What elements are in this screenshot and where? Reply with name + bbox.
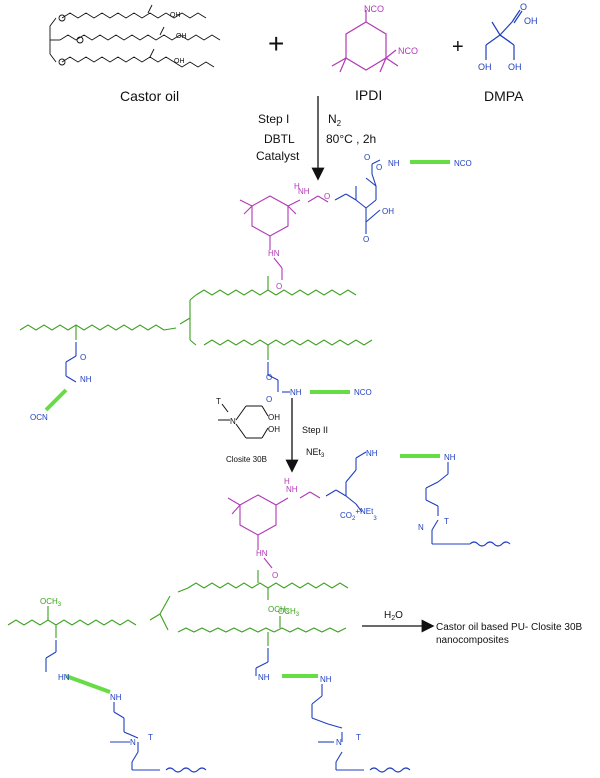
closite-structure (218, 403, 269, 439)
dmpa-structure (485, 9, 523, 60)
prod-h: H (284, 477, 290, 486)
ipdi-nco-right: NCO (398, 46, 418, 56)
castor-oil-label: Castor oil (120, 88, 179, 104)
prod-t-right: T (356, 733, 361, 742)
prod-n-right: N (336, 738, 342, 747)
dmpa-oh-1: OH (478, 62, 492, 72)
int-nh-top: NH (388, 159, 400, 168)
castor-oh-label-1: OH (170, 12, 181, 19)
int-hn-1: HN (268, 249, 280, 258)
int-o-top: O (376, 163, 382, 172)
dmpa-label: DMPA (484, 88, 524, 104)
plus-sign-1: + (268, 28, 284, 59)
prod-o-ipdi: O (272, 571, 278, 580)
int-oh-acid: OH (382, 207, 394, 216)
prod-nh-left: NH (110, 693, 122, 702)
prod-n-top: N (418, 523, 424, 532)
prod-och3-right: OCH3 (278, 607, 300, 618)
step1-conditions: 80°C , 2h (326, 132, 376, 146)
prod-nh-right2: NH (320, 675, 332, 684)
int-nco-lower: NCO (354, 388, 372, 397)
castor-oil-structure (49, 4, 221, 68)
intermediate-structure (19, 159, 450, 412)
int-o-ipdi: O (276, 282, 282, 291)
closite-oh-1: OH (268, 413, 280, 422)
final-product-line2: nanocomposites (436, 635, 509, 646)
int-o-2: O (324, 192, 330, 201)
closite-label: Closite 30B (226, 455, 267, 464)
castor-oh-label-2: OH (176, 33, 187, 40)
dmpa-o: O (520, 2, 527, 12)
step1-label: Step I (258, 112, 289, 126)
int-nh-lower: NH (290, 388, 302, 397)
int-nh-left: NH (80, 375, 92, 384)
prod-nh-right: NH (258, 673, 270, 682)
prod-nh-top2: NH (444, 453, 456, 462)
prod-och3-mid: OCH3 (268, 605, 290, 616)
int-h-1: H (294, 182, 300, 191)
ipdi-label: IPDI (355, 87, 382, 103)
int-ocn-left: OCN (30, 413, 48, 422)
step2-reagent: NEt3 (306, 447, 325, 459)
int-o-lower: O (266, 395, 272, 404)
prod-nh-top: NH (366, 449, 378, 458)
closite-t: T (216, 397, 221, 406)
prod-t-top: T (444, 517, 449, 526)
prod-hn-left: HN (58, 673, 70, 682)
int-o-lower2: O (266, 373, 272, 382)
ipdi-nco-top: NCO (364, 4, 384, 14)
step2-label: Step II (302, 425, 328, 435)
int-o-left: O (80, 353, 86, 362)
final-product-line1: Castor oil based PU- Closite 30B (436, 622, 583, 633)
closite-n: N (230, 417, 236, 426)
prod-t-left: T (148, 733, 153, 742)
prod-nh: NH (286, 485, 298, 494)
prod-n-left: N (130, 738, 136, 747)
prod-och3-left: OCH3 (40, 597, 62, 608)
ipdi-structure (331, 10, 399, 73)
int-o-acid: O (363, 235, 369, 244)
step1-atmosphere: N2 (328, 112, 342, 128)
castor-oh-label-3: OH (174, 58, 185, 65)
step1-catalyst-line2: Catalyst (256, 149, 300, 163)
prod-co2-net3: CO2+NEt3 (340, 507, 377, 522)
dmpa-oh-acid: OH (524, 16, 538, 26)
step1-catalyst-line1: DBTL (264, 132, 295, 146)
dmpa-oh-2: OH (508, 62, 522, 72)
product-structure (7, 451, 511, 773)
int-nh-1: NH (298, 187, 310, 196)
int-o-top2: O (364, 153, 370, 162)
prod-hn: HN (256, 549, 268, 558)
int-nco-top: NCO (454, 159, 472, 168)
closite-oh-2: OH (268, 425, 280, 434)
plus-sign-2: + (452, 36, 464, 58)
final-reagent: H2O (384, 610, 403, 622)
